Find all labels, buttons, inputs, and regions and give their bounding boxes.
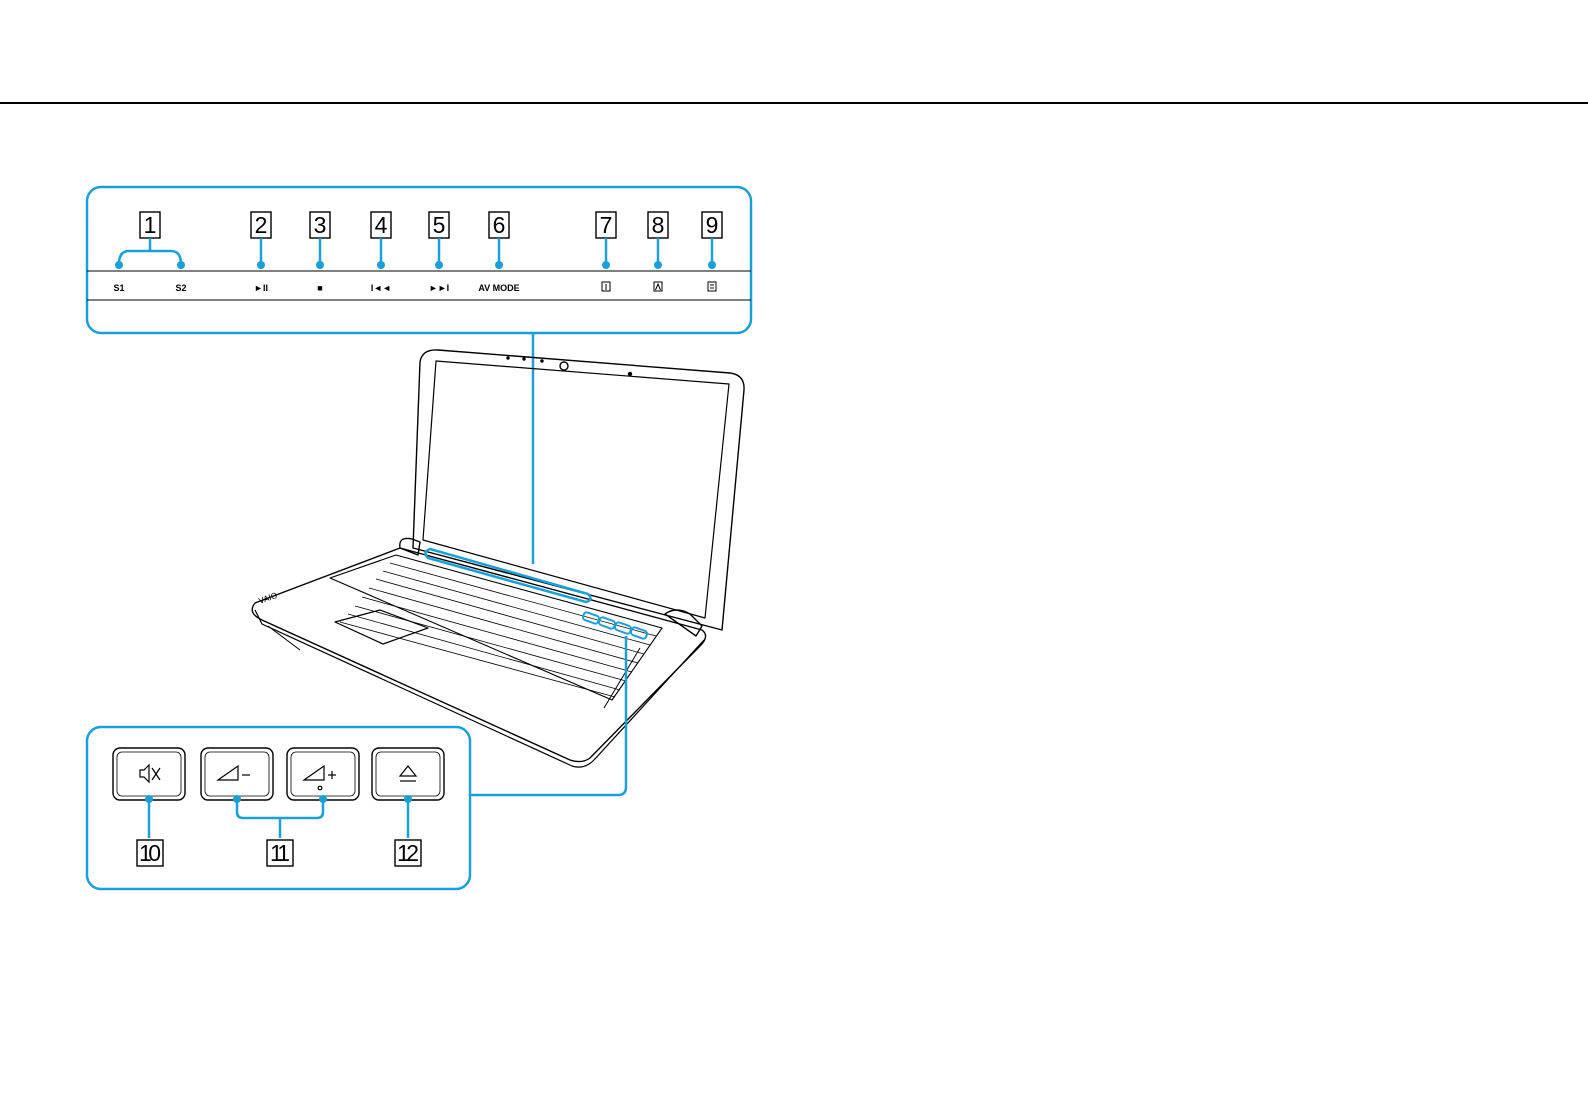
next-track-icon: ►►I — [429, 283, 449, 293]
callout-number: 6 — [493, 212, 506, 238]
caps-lock-indicator-icon — [654, 282, 662, 291]
callout-2: 2 ►II — [251, 212, 271, 293]
av-mode-label: AV MODE — [478, 283, 519, 293]
callout-number: 5 — [433, 212, 446, 238]
previous-track-icon: I◄◄ — [371, 283, 391, 293]
callout-number: 2 — [255, 212, 268, 238]
callout-number: 9 — [706, 212, 719, 238]
callout-number: 8 — [652, 212, 665, 238]
webcam — [560, 362, 568, 370]
play-pause-icon: ►II — [254, 283, 268, 293]
bottom-callout-box: 10 11 — [87, 727, 470, 889]
laptop-illustration: VAIO — [252, 350, 744, 767]
bottom-connector-line — [470, 636, 626, 795]
callout-10: 10 — [113, 748, 185, 866]
callout-number: 1 — [144, 212, 157, 238]
callout-3: 3 ■ — [310, 212, 330, 293]
callout-8: 8 — [648, 212, 668, 291]
callout-5: 5 ►►I — [429, 212, 449, 293]
callout-number: 3 — [314, 212, 327, 238]
s1-label: S1 — [113, 283, 124, 293]
callout-12: 12 — [372, 748, 444, 866]
touchpad — [335, 610, 428, 644]
callout-number: 10 — [139, 840, 161, 866]
callout-11: 11 — [201, 748, 359, 866]
num-lock-indicator-icon — [602, 282, 610, 291]
callout-7: 7 — [596, 212, 616, 291]
callout-1: 1 S1 S2 — [113, 212, 186, 293]
s2-label: S2 — [175, 283, 186, 293]
callout-6: 6 AV MODE — [478, 212, 519, 293]
stop-icon: ■ — [317, 283, 322, 293]
scroll-lock-indicator-icon — [708, 282, 716, 291]
callout-number: 12 — [397, 840, 419, 866]
vaio-logo: VAIO — [258, 591, 279, 606]
laptop-base — [252, 548, 705, 762]
callout-number: 11 — [270, 840, 290, 866]
callout-4: 4 I◄◄ — [371, 212, 391, 293]
laptop-lid — [413, 350, 744, 630]
callout-number: 7 — [600, 212, 613, 238]
callout-number: 4 — [375, 212, 388, 238]
laptop-screen — [423, 361, 729, 618]
top-callout-box: 1 S1 S2 2 ►II 3 ■ 4 — [87, 187, 751, 333]
media-buttons-highlight — [425, 549, 590, 602]
callout-9: 9 — [702, 212, 722, 291]
